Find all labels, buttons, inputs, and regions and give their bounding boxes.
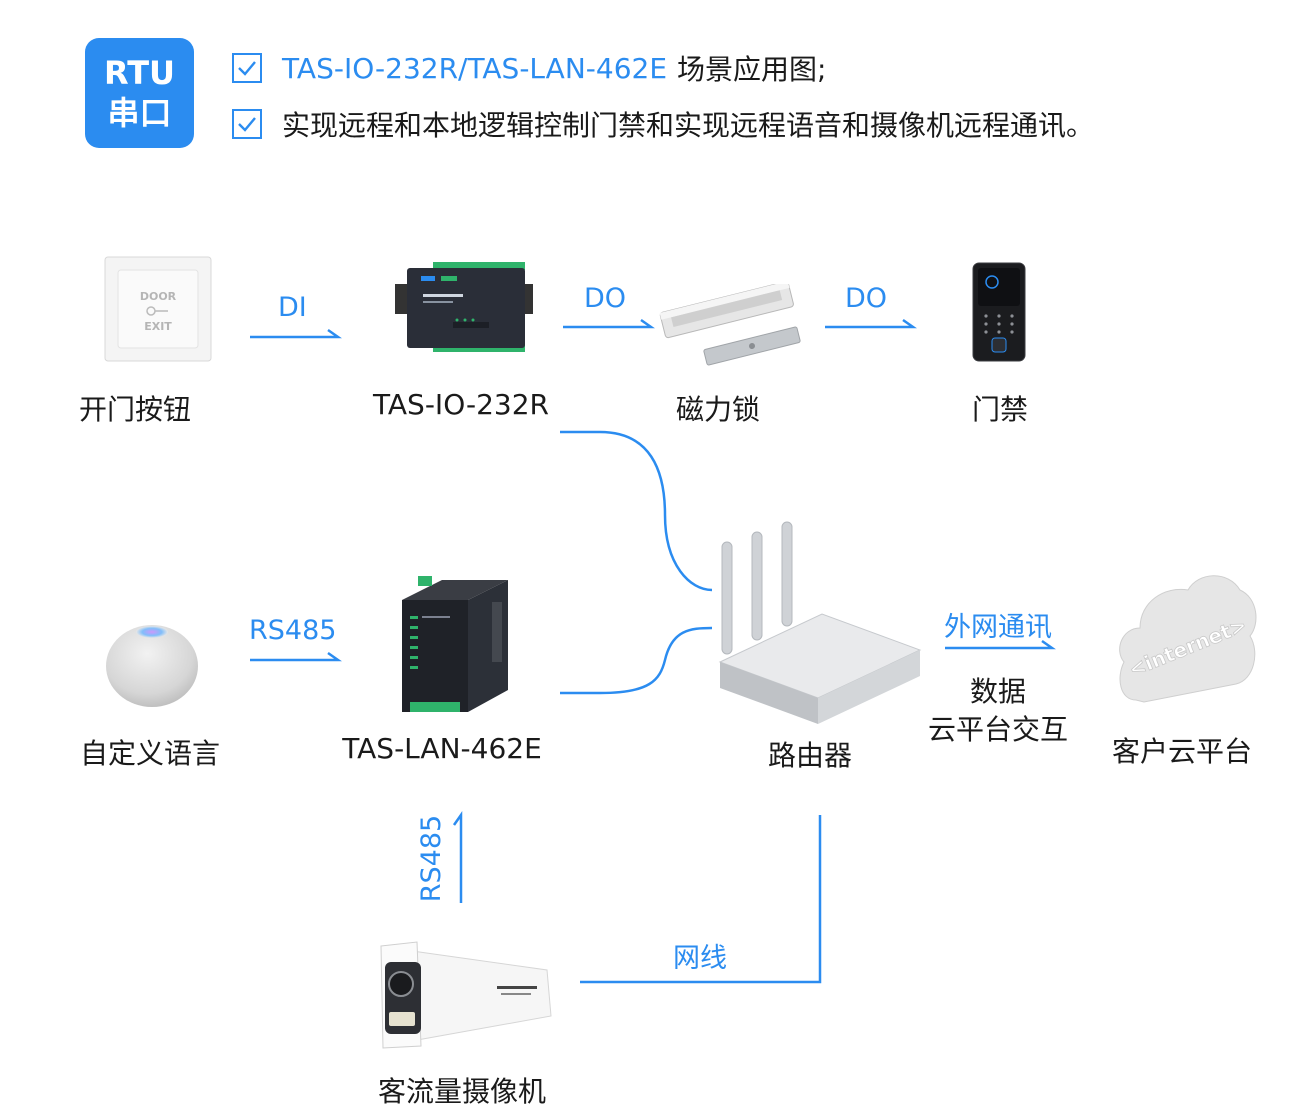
label-camera: 客流量摄像机: [377, 1075, 546, 1108]
label-cloud-platform: 客户云平台: [1111, 735, 1252, 768]
rs485-arrow-h: [250, 651, 342, 662]
data-label-line1: 数据: [969, 675, 1026, 708]
label-io-module: TAS-IO-232R: [372, 388, 550, 421]
label-lan-module: TAS-LAN-462E: [342, 732, 542, 765]
conn-label-cable: 网线: [673, 943, 727, 974]
door-plate-label-top: DOOR: [140, 290, 177, 303]
header-row-2: 实现远程和本地逻辑控制门禁和实现远程语音和摄像机远程通讯。: [232, 104, 1094, 144]
header-row-1: TAS-IO-232R/TAS-LAN-462E 场景应用图;: [232, 48, 826, 88]
camera-image: [380, 941, 552, 1049]
label-door-button: 开门按钮: [78, 393, 191, 426]
label-custom-voice: 自定义语言: [79, 737, 220, 770]
label-magnetic-lock: 磁力锁: [675, 393, 760, 426]
magnetic-lock-image: [659, 284, 801, 366]
lan-module-image: [402, 576, 508, 712]
label-access-control: 门禁: [971, 393, 1028, 426]
conn-label-di: DI: [278, 292, 307, 323]
checkbox-icon: [232, 53, 262, 83]
header-title-suffix: 场景应用图;: [677, 53, 827, 86]
rs485-arrow-v: [452, 811, 463, 903]
conn-label-do-2: DO: [845, 283, 888, 314]
door-plate-label-bottom: EXIT: [144, 320, 172, 333]
smart-speaker-image: [106, 625, 198, 707]
door-button-image: DOOR EXIT: [104, 256, 212, 362]
io-module-image: [395, 262, 533, 352]
conn-label-rs485-h: RS485: [249, 615, 337, 646]
router-image: [718, 521, 922, 724]
cloud-image: <internet>: [1119, 575, 1257, 703]
conn-label-do-1: DO: [584, 283, 627, 314]
di-arrow: [250, 328, 342, 339]
lan-router-link: [560, 626, 713, 695]
do-arrow-1: [563, 318, 655, 329]
badge-line1: RTU: [103, 54, 175, 92]
wan-arrow: [945, 639, 1056, 650]
do-arrow-2: [825, 318, 917, 329]
checkbox-icon: [232, 109, 262, 139]
camera-cable-link: [580, 815, 822, 984]
badge-line2: 串口: [107, 94, 172, 132]
label-router: 路由器: [767, 739, 852, 772]
header-model-names: TAS-IO-232R/TAS-LAN-462E: [282, 51, 668, 85]
conn-label-wan: 外网通讯: [944, 612, 1052, 643]
rtu-badge: RTU 串口: [85, 38, 194, 148]
data-label-line2: 云平台交互: [927, 713, 1068, 746]
access-control-image: [972, 262, 1026, 362]
io-router-link: [560, 430, 713, 592]
header-description: 实现远程和本地逻辑控制门禁和实现远程语音和摄像机远程通讯。: [282, 109, 1095, 142]
conn-label-rs485-v: RS485: [416, 814, 448, 903]
